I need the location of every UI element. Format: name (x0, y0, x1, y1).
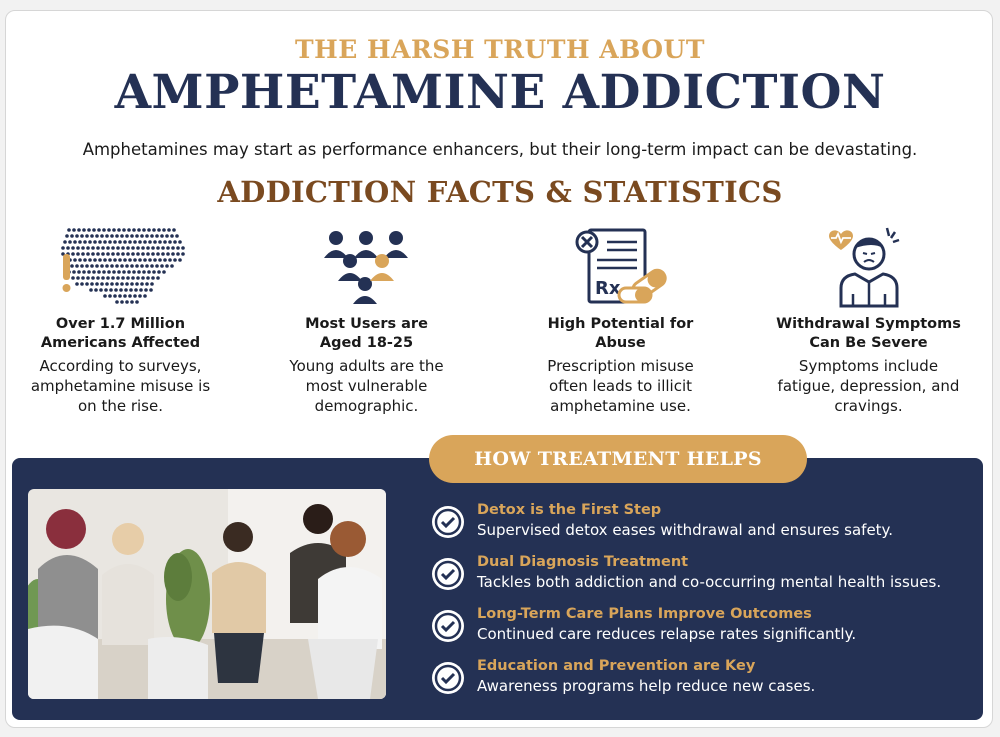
treatment-item-title: Detox is the First Step (477, 502, 662, 518)
treatment-item-title: Dual Diagnosis Treatment (477, 554, 689, 570)
svg-text:Rx: Rx (595, 278, 621, 299)
stat-age-group: Most Users are Aged 18-25 Young adults a… (264, 222, 469, 416)
stat-description: According to surveys, amphetamine misuse… (30, 357, 211, 415)
treatment-item: Detox is the First Step Supervised detox… (430, 500, 970, 552)
stat-title: High Potential for Abuse (547, 316, 694, 351)
header-kicker: THE HARSH TRUTH ABOUT (295, 35, 705, 64)
treatment-item-title: Education and Prevention are Key (477, 658, 756, 674)
page-subtitle: Amphetamines may start as performance en… (82, 140, 918, 159)
treatment-item: Education and Prevention are Key Awarene… (430, 656, 970, 708)
usa-map-people-icon (18, 222, 223, 310)
treatment-item-desc: Awareness programs help reduce new cases… (477, 677, 816, 695)
treatment-item: Long-Term Care Plans Improve Outcomes Co… (430, 604, 970, 656)
stat-description: Symptoms include fatigue, depression, an… (777, 357, 960, 415)
treatment-item: Dual Diagnosis Treatment Tackles both ad… (430, 552, 970, 604)
treatment-list: Detox is the First Step Supervised detox… (430, 500, 970, 708)
treatment-heading: HOW TREATMENT HELPS (429, 435, 807, 483)
stat-title: Most Users are Aged 18-25 (305, 316, 428, 351)
group-therapy-photo (28, 489, 386, 699)
check-circle-icon (432, 610, 464, 642)
stat-americans-affected: Over 1.7 Million Americans Affected Acco… (18, 222, 223, 416)
treatment-item-desc: Supervised detox eases withdrawal and en… (477, 521, 894, 539)
prescription-pills-icon: Rx (518, 222, 723, 310)
treatment-item-desc: Continued care reduces relapse rates sig… (477, 625, 857, 643)
stat-description: Prescription misuse often leads to illic… (547, 357, 694, 415)
facts-heading: ADDICTION FACTS & STATISTICS (217, 175, 783, 209)
stat-title: Over 1.7 Million Americans Affected (40, 316, 201, 351)
check-circle-icon (432, 506, 464, 538)
stat-description: Young adults are the most vulnerable dem… (289, 357, 444, 415)
stat-withdrawal: Withdrawal Symptoms Can Be Severe Sympto… (766, 222, 971, 416)
treatment-item-title: Long-Term Care Plans Improve Outcomes (477, 606, 812, 622)
treatment-item-desc: Tackles both addiction and co-occurring … (477, 573, 942, 591)
check-circle-icon (432, 662, 464, 694)
stat-abuse-potential: Rx High Potential for Abuse Prescription… (518, 222, 723, 416)
check-circle-icon (432, 558, 464, 590)
withdrawal-person-icon (766, 222, 971, 310)
group-people-icon (264, 222, 469, 310)
stat-title: Withdrawal Symptoms Can Be Severe (776, 316, 961, 351)
page-title: AMPHETAMINE ADDICTION (114, 65, 886, 120)
